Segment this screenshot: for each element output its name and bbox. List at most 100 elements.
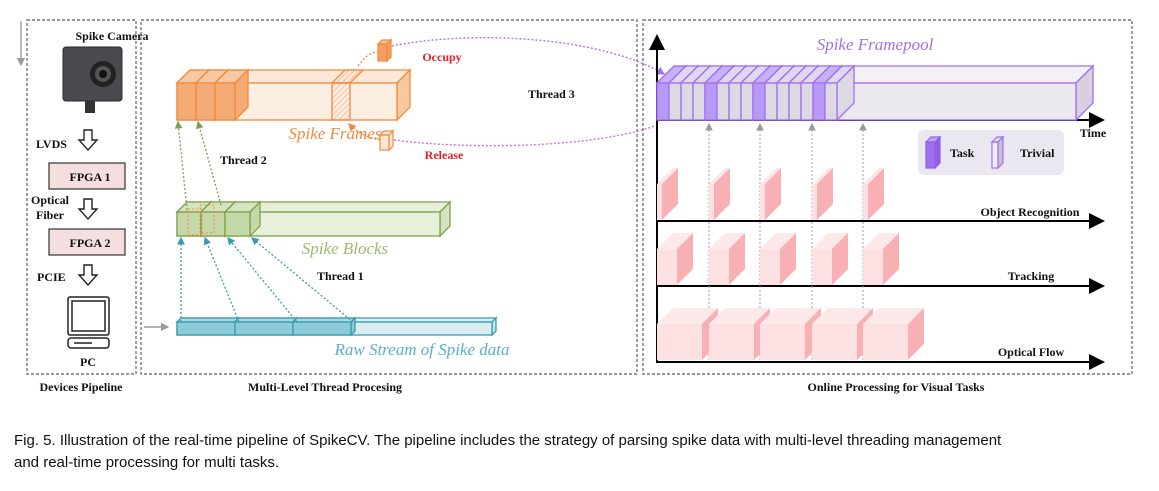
optical-flow-task-front (863, 324, 908, 360)
raw-stream-segment (175, 316, 241, 337)
optical-label: Optical (31, 193, 70, 207)
object-recognition-task-top (863, 168, 884, 184)
tracking-task-front (863, 249, 883, 285)
tracking-task-side (832, 233, 848, 285)
caption-line-2: and real-time processing for multi tasks… (14, 454, 280, 471)
fpga2-label: FPGA 2 (70, 236, 111, 250)
thread2-label: Thread 2 (220, 153, 267, 167)
spike-blocks-label: Spike Blocks (302, 239, 389, 258)
release-arrow (348, 123, 381, 141)
fiber-label: Fiber (36, 208, 65, 222)
tracking-task-side (780, 233, 796, 285)
thread2-arrow (174, 120, 188, 211)
framepool-task-frame-front (752, 82, 766, 121)
pc-icon (67, 296, 110, 349)
occupy-arrow (357, 51, 378, 67)
legend-trivial-label: Trivial (1020, 146, 1055, 160)
hatched-frame (331, 82, 351, 121)
optical-flow-task-front (657, 324, 702, 360)
optical-flow-task-top (760, 308, 821, 324)
caption-line-1: Fig. 5. Illustration of the real-time pi… (14, 432, 1002, 449)
framepool-task-frame-front (704, 82, 718, 121)
tracking-task-side (883, 233, 899, 285)
object-recognition-task-side (765, 168, 781, 220)
object-recognition-task (760, 168, 781, 220)
raw-stream-label: Raw Stream of Spike data (333, 340, 509, 359)
hatched-frame-top (330, 69, 365, 84)
framepool-trivial-frame-front (764, 82, 778, 121)
spike-camera-image (62, 46, 123, 113)
spike-block-segment (223, 200, 262, 238)
object-recognition-task (657, 168, 678, 220)
raw-stream-segment-front (176, 321, 236, 336)
legend-task-label: Task (950, 146, 975, 160)
tracking-task-front (657, 249, 677, 285)
object-recognition-task-front (657, 184, 662, 220)
optical-flow-task-top (709, 308, 770, 324)
devices-panel-label: Devices Pipeline (40, 380, 124, 394)
thread1-arrow (227, 236, 298, 323)
tracking-task-side (677, 233, 693, 285)
spike-frame-segment-front (214, 82, 236, 121)
object-recognition-task-front (812, 184, 817, 220)
framepool-trivial-frame-front (776, 82, 790, 121)
tracking-task (657, 233, 693, 285)
optical-flow-task (760, 308, 821, 360)
object-recognition-task-top (709, 168, 730, 184)
optical-flow-task-top (657, 308, 718, 324)
optical-flow-task-top (863, 308, 924, 324)
down-arrow-icon (77, 264, 99, 287)
tracking-task-front (760, 249, 780, 285)
fpga1-box (48, 162, 126, 190)
devices-panel (26, 19, 137, 375)
tracking-task (709, 233, 745, 285)
tracking-task (760, 233, 796, 285)
framepool-trivial-frame-front (824, 82, 838, 121)
spike-frame-segment (213, 68, 250, 122)
thread1-label: Thread 1 (317, 269, 364, 283)
object-recognition-task-side (817, 168, 833, 220)
framepool-trivial-frame-front (728, 82, 742, 121)
spike-frame-segment-front (176, 82, 197, 121)
framepool-trivial-frame-front (740, 82, 754, 121)
optical-flow-task-front (760, 324, 805, 360)
fpga2-box (48, 228, 126, 256)
optical-flow-task (657, 308, 718, 360)
camera-label: Spike Camera (76, 29, 149, 43)
object-recognition-task-top (812, 168, 833, 184)
object-recognition-task-side (714, 168, 730, 220)
optical-flow-label: Optical Flow (998, 345, 1065, 359)
tracking-task-front (709, 249, 729, 285)
raw-stream-segment-front (292, 321, 352, 336)
frame-outline (199, 204, 215, 234)
threads-panel (140, 19, 638, 375)
tracking-task-top (657, 233, 693, 249)
object-recognition-task-side (662, 168, 678, 220)
raw-stream-segment (291, 316, 357, 337)
thread1-arrow (203, 236, 240, 323)
thread2-arrow (195, 120, 222, 206)
optical-flow-task-top (812, 308, 873, 324)
object-recognition-task-front (760, 184, 765, 220)
tracking-task-side (729, 233, 745, 285)
fpga1-label: FPGA 1 (70, 170, 111, 184)
task-legend-icon (924, 135, 942, 170)
tracking-task-front (812, 249, 832, 285)
object-recognition-label: Object Recognition (981, 205, 1080, 219)
legend-box (918, 130, 1064, 175)
tracking-label: Tracking (1008, 269, 1054, 283)
object-recognition-task-top (657, 168, 678, 184)
release-label: Release (425, 148, 464, 162)
object-recognition-task-front (863, 184, 868, 220)
framepool-trivial-frame-front (716, 82, 730, 121)
tracking-task (812, 233, 848, 285)
optical-flow-task-side (908, 308, 924, 360)
down-arrow-icon (77, 198, 99, 221)
framepool-label: Spike Framepool (817, 35, 934, 54)
time-axis-label: Time (1080, 126, 1107, 140)
optical-flow-task-front (709, 324, 754, 360)
thread1-arrow (251, 237, 354, 323)
framepool-trivial-frame-front (800, 82, 814, 121)
